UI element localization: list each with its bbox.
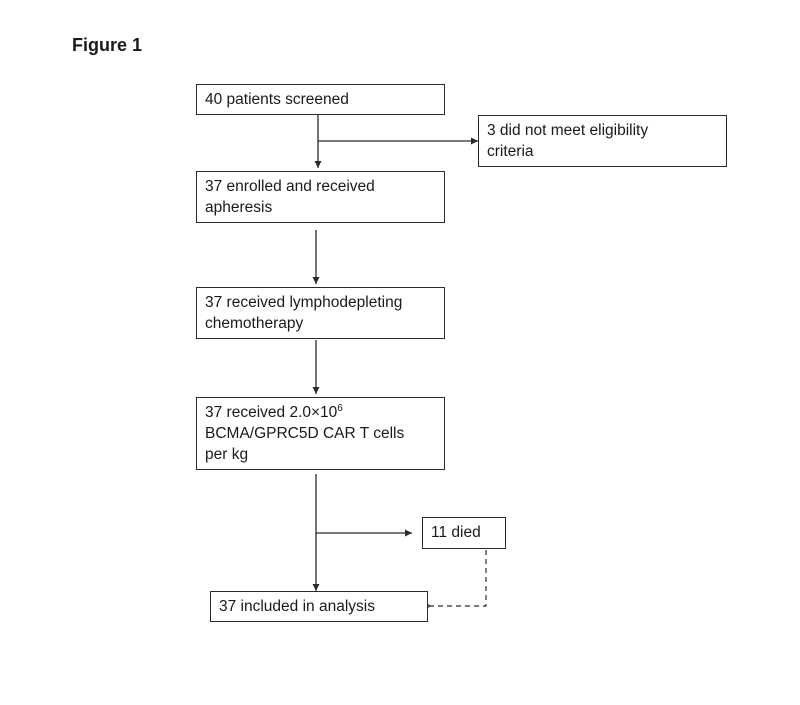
infused-dose-text: 37 received 2.0×10 xyxy=(205,404,338,421)
infused-dose-exponent: 6 xyxy=(337,402,343,414)
infused-line-1: 37 received 2.0×106 xyxy=(205,402,436,423)
figure-title: Figure 1 xyxy=(72,35,143,55)
excluded-line-2: criteria xyxy=(487,143,534,160)
enrolled-line-1: 37 enrolled and received xyxy=(205,178,375,195)
dashed-arrow-died-to-analysis xyxy=(430,550,487,606)
infused-line-3: per kg xyxy=(205,446,249,463)
screened-line-1: 40 patients screened xyxy=(205,91,349,108)
enrolled-line-2: apheresis xyxy=(205,199,273,216)
died-line-1: 11 died xyxy=(431,524,481,541)
lymphodepletion-box: 37 received lymphodepleting chemotherapy xyxy=(196,287,445,339)
infused-box: 37 received 2.0×106 BCMA/GPRC5D CAR T ce… xyxy=(196,397,445,470)
enrolled-box: 37 enrolled and received apheresis xyxy=(196,171,445,223)
analysis-line-1: 37 included in analysis xyxy=(219,598,375,615)
screened-box: 40 patients screened xyxy=(196,84,445,115)
excluded-line-1: 3 did not meet eligibility xyxy=(487,122,649,139)
died-box: 11 died xyxy=(422,517,506,549)
lymphodepletion-line-2: chemotherapy xyxy=(205,315,304,332)
infused-line-2: BCMA/GPRC5D CAR T cells xyxy=(205,425,405,442)
lymphodepletion-line-1: 37 received lymphodepleting xyxy=(205,294,403,311)
analysis-box: 37 included in analysis xyxy=(210,591,428,622)
excluded-box: 3 did not meet eligibility criteria xyxy=(478,115,727,167)
